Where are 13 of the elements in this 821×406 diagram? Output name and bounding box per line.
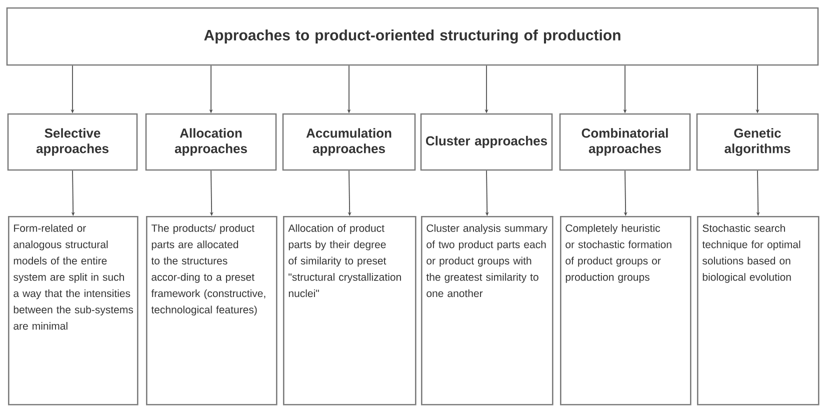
approach-box: Accumulation approaches (282, 113, 416, 171)
approach-box: Selective approaches (7, 113, 138, 171)
approach-box: Cluster approaches (420, 113, 553, 171)
description-box: Form-related or analogous structural models of the entire system are split in such a way that the intensities between the sub-systems are minimal (8, 216, 138, 406)
title-box: Approaches to product-oriented structuring of production (6, 7, 819, 66)
approach-box: Genetic algorithms (696, 113, 819, 171)
approach-box: Allocation approaches (145, 113, 277, 171)
approach-box: Combinatorial approaches (559, 113, 691, 171)
description-box: Completely heuristic or stochastic formation of product groups or production groups (560, 216, 692, 406)
description-box: Stochastic search technique for optimal solutions based on biological evolution (697, 216, 820, 406)
description-box: Allocation of product parts by their degree of similarity to preset "structural crystallization nuclei" (283, 216, 416, 406)
description-box: The products/ product parts are allocated to the structures accor-ding to a preset framework (constructive, technological features) (146, 216, 278, 406)
description-box: Cluster analysis summary of two product parts each or product groups with the greatest similarity to one another (421, 216, 554, 406)
